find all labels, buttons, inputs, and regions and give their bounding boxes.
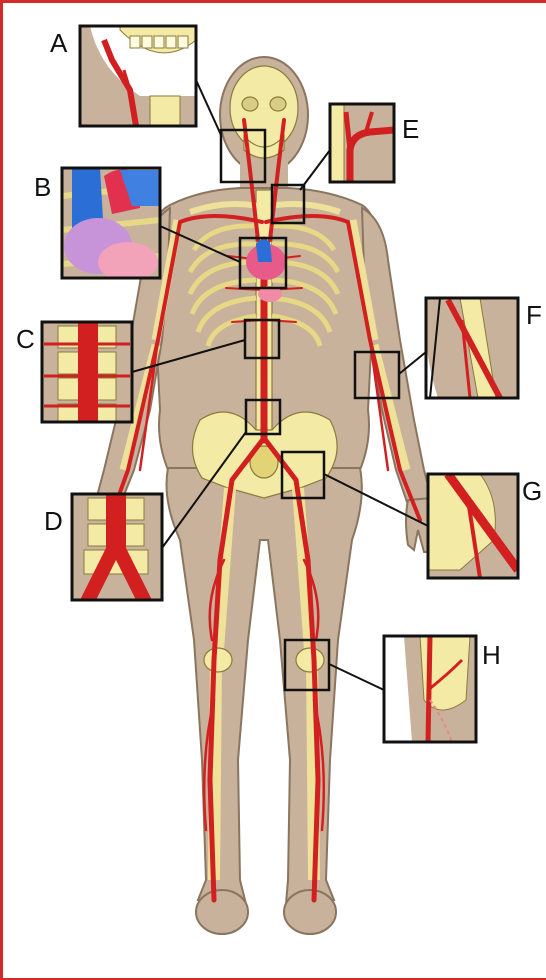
inset-b: [62, 168, 160, 282]
inset-a: [80, 26, 196, 126]
label-e: E: [402, 114, 419, 144]
inset-c: [42, 322, 132, 422]
label-g: G: [522, 476, 542, 506]
label-c: C: [16, 324, 35, 354]
label-a: A: [50, 28, 68, 58]
inset-h: [384, 636, 476, 742]
inset-e: [330, 104, 394, 182]
label-h: H: [482, 640, 501, 670]
inset-f: [426, 298, 518, 398]
inset-d: [72, 494, 162, 600]
inset-g: [428, 474, 518, 578]
label-d: D: [44, 506, 63, 536]
label-b: B: [34, 172, 51, 202]
label-f: F: [526, 300, 542, 330]
